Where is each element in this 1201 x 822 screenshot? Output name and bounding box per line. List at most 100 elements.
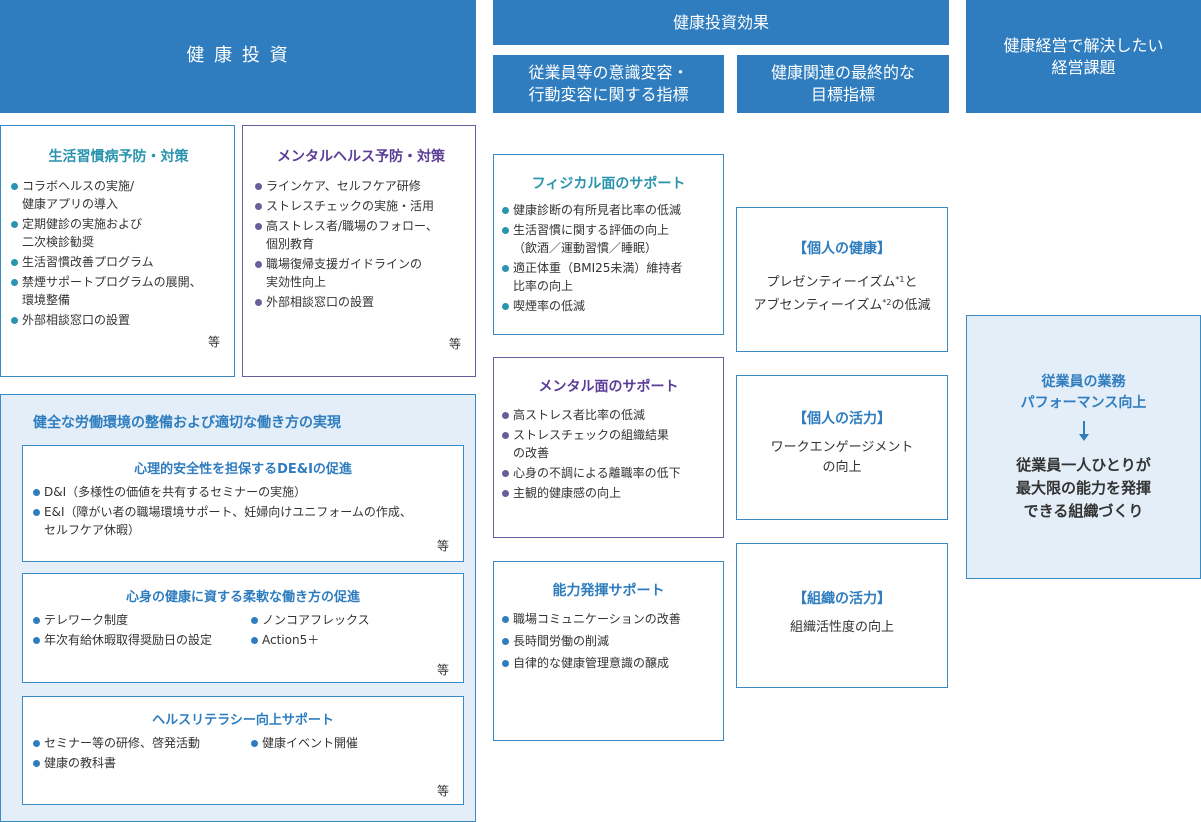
list-item: ストレスチェックの実施・活用 <box>255 197 467 215</box>
performance-improvement-title: 従業員の業務 パフォーマンス向上 <box>967 372 1200 414</box>
list-item: 心身の不調による離職率の低下 <box>502 464 715 482</box>
header-awareness-line2: 行動変容に関する指標 <box>528 85 689 104</box>
org-vitality-title: 【組織の活力】 <box>793 591 891 607</box>
header-awareness-line1: 従業員等の意識変容・ <box>528 63 689 83</box>
list-item: 長時間労働の削減 <box>502 632 715 650</box>
mental-support-title: メンタル面のサポート <box>538 379 679 395</box>
list-item: セミナー等の研修、啓発活動 <box>33 734 251 752</box>
org-vitality-body: 組織活性度の向上 <box>789 620 894 635</box>
flexible-work-list: テレワーク制度 ノンコアフレックス 年次有給休暇取得奨励日の設定 Action5… <box>33 611 453 649</box>
list-item: 健康イベント開催 <box>251 734 453 752</box>
list-item: ストレスチェックの組織結果 の改善 <box>502 426 715 462</box>
footnote-marker: *1 <box>895 275 905 284</box>
lifestyle-etc: 等 <box>207 335 220 349</box>
health-literacy-box: ヘルスリテラシー向上サポート セミナー等の研修、啓発活動 健康イベント開催 健康… <box>22 696 464 805</box>
personal-vitality-body: ワークエンゲージメント の向上 <box>741 438 943 478</box>
mental-health-list: ラインケア、セルフケア研修 ストレスチェックの実施・活用 高ストレス者/職場のフ… <box>255 177 467 311</box>
flexible-work-etc: 等 <box>436 663 449 677</box>
work-environment-title: 健全な労働環境の整備および適切な働き方の実現 <box>33 415 341 431</box>
flexible-work-title: 心身の健康に資する柔軟な働き方の促進 <box>125 590 360 605</box>
header-issues-line2: 経営課題 <box>1051 57 1116 77</box>
psych-safety-list: D&I（多様性の価値を共有するセミナーの実施） E&I（障がい者の職場環境サポー… <box>33 483 453 539</box>
org-building-line2: 最大限の能力を発揮 <box>1015 479 1151 497</box>
conjunction-text: と <box>904 275 918 290</box>
personal-vitality-line1: ワークエンゲージメント <box>770 440 914 455</box>
list-item: 定期健診の実施および 二次検診勧奨 <box>11 215 226 251</box>
list-item: 生活習慣改善プログラム <box>11 253 226 271</box>
lifestyle-disease-list: コラボヘルスの実施/ 健康アプリの導入 定期健診の実施および 二次検診勧奨 生活… <box>11 177 226 329</box>
personal-health-line1: プレゼンティーイズム*1と <box>741 270 943 293</box>
ability-support-title: 能力発揮サポート <box>552 583 665 599</box>
physical-support-box: フィジカル面のサポート 健康診断の有所見者比率の低減 生活習慣に関する評価の向上… <box>493 154 724 335</box>
lifestyle-disease-title: 生活習慣病予防・対策 <box>48 149 189 165</box>
mental-health-box: メンタルヘルス予防・対策 ラインケア、セルフケア研修 ストレスチェックの実施・活… <box>242 125 476 377</box>
list-item: ラインケア、セルフケア研修 <box>255 177 467 195</box>
list-item: E&I（障がい者の職場環境サポート、妊婦向けユニフォームの作成、 セルフケア休暇… <box>33 503 453 539</box>
down-arrow-icon <box>1083 421 1085 434</box>
health-literacy-title: ヘルスリテラシー向上サポート <box>152 713 334 728</box>
list-item: 健康の教科書 <box>33 754 251 772</box>
personal-health-box: 【個人の健康】 プレゼンティーイズム*1と アブセンティーイズム*2の低減 <box>736 207 948 352</box>
header-final-goal-line2: 目標指標 <box>810 85 875 104</box>
header-investment-effect: 健康投資効果 <box>493 0 949 45</box>
mental-health-etc: 等 <box>448 337 461 351</box>
header-final-goal-line1: 健康関連の最終的な <box>770 63 915 83</box>
header-investment-effect-label: 健康投資効果 <box>672 12 769 32</box>
reduction-text: の低減 <box>891 298 931 313</box>
absenteeism-text: アブセンティーイズム <box>753 298 883 313</box>
health-literacy-etc: 等 <box>436 784 449 798</box>
header-issues-line1: 健康経営で解決したい <box>1003 35 1164 55</box>
list-item: テレワーク制度 <box>33 611 251 629</box>
list-item: 外部相談窓口の設置 <box>11 311 226 329</box>
work-environment-section: 健全な労働環境の整備および適切な働き方の実現 心理的安全性を担保するDE&Iの促… <box>0 394 476 822</box>
header-management-issues: 健康経営で解決したい 経営課題 <box>966 0 1201 113</box>
psych-safety-box: 心理的安全性を担保するDE&Iの促進 D&I（多様性の価値を共有するセミナーの実… <box>22 445 464 562</box>
list-item: 健康診断の有所見者比率の低減 <box>502 201 715 219</box>
list-item: 高ストレス者比率の低減 <box>502 406 715 424</box>
list-item: 主観的健康感の向上 <box>502 484 715 502</box>
list-item: 外部相談窓口の設置 <box>255 293 467 311</box>
performance-line2: パフォーマンス向上 <box>1020 395 1147 411</box>
list-item: D&I（多様性の価値を共有するセミナーの実施） <box>33 483 453 501</box>
header-health-investment-label: 健 康 投 資 <box>186 45 290 67</box>
organization-building-text: 従業員一人ひとりが 最大限の能力を発揮 できる組織づくり <box>967 454 1200 523</box>
header-health-investment: 健 康 投 資 <box>0 0 476 113</box>
list-item: 職場コミュニケーションの改善 <box>502 610 715 628</box>
list-item: 適正体重（BMI25未満）維持者 比率の向上 <box>502 259 715 295</box>
list-item: ノンコアフレックス <box>251 611 453 629</box>
ability-support-list: 職場コミュニケーションの改善 長時間労働の削減 自律的な健康管理意識の醸成 <box>502 610 715 672</box>
mental-support-list: 高ストレス者比率の低減 ストレスチェックの組織結果 の改善 心身の不調による離職… <box>502 406 715 502</box>
org-vitality-box: 【組織の活力】 組織活性度の向上 <box>736 543 948 688</box>
list-item: 禁煙サポートプログラムの展開、 環境整備 <box>11 273 226 309</box>
health-literacy-list: セミナー等の研修、啓発活動 健康イベント開催 健康の教科書 <box>33 734 453 772</box>
mental-support-box: メンタル面のサポート 高ストレス者比率の低減 ストレスチェックの組織結果 の改善… <box>493 357 724 538</box>
list-item: 生活習慣に関する評価の向上 （飲酒／運動習慣／睡眠） <box>502 221 715 257</box>
list-item: コラボヘルスの実施/ 健康アプリの導入 <box>11 177 226 213</box>
mental-health-title: メンタルヘルス予防・対策 <box>277 149 445 165</box>
personal-vitality-title: 【個人の活力】 <box>793 411 891 427</box>
header-final-goal-indicators: 健康関連の最終的な 目標指標 <box>737 55 949 113</box>
presenteeism-text: プレゼンティーイズム <box>766 275 896 290</box>
psych-safety-etc: 等 <box>436 539 449 553</box>
personal-vitality-box: 【個人の活力】 ワークエンゲージメント の向上 <box>736 375 948 520</box>
org-building-line1: 従業員一人ひとりが <box>1016 456 1151 474</box>
list-item: 喫煙率の低減 <box>502 297 715 315</box>
personal-health-body: プレゼンティーイズム*1と アブセンティーイズム*2の低減 <box>741 270 943 316</box>
lifestyle-disease-box: 生活習慣病予防・対策 コラボヘルスの実施/ 健康アプリの導入 定期健診の実施およ… <box>0 125 235 377</box>
list-item: 年次有給休暇取得奨励日の設定 <box>33 631 251 649</box>
physical-support-list: 健康診断の有所見者比率の低減 生活習慣に関する評価の向上 （飲酒／運動習慣／睡眠… <box>502 201 715 315</box>
down-arrow-head-icon <box>1079 434 1089 441</box>
list-item: 職場復帰支援ガイドラインの 実効性向上 <box>255 255 467 291</box>
ability-support-box: 能力発揮サポート 職場コミュニケーションの改善 長時間労働の削減 自律的な健康管… <box>493 561 724 741</box>
performance-line1: 従業員の業務 <box>1041 374 1126 390</box>
header-awareness-indicators: 従業員等の意識変容・ 行動変容に関する指標 <box>493 55 724 113</box>
management-issue-box: 従業員の業務 パフォーマンス向上 従業員一人ひとりが 最大限の能力を発揮 できる… <box>966 315 1201 579</box>
psych-safety-title: 心理的安全性を担保するDE&Iの促進 <box>134 462 352 477</box>
flexible-work-box: 心身の健康に資する柔軟な働き方の促進 テレワーク制度 ノンコアフレックス 年次有… <box>22 573 464 683</box>
list-item: 高ストレス者/職場のフォロー、 個別教育 <box>255 217 467 253</box>
physical-support-title: フィジカル面のサポート <box>531 176 686 192</box>
org-building-line3: できる組織づくり <box>1023 502 1144 520</box>
footnote-marker: *2 <box>882 298 892 307</box>
list-item: Action5＋ <box>251 631 453 649</box>
personal-vitality-line2: の向上 <box>822 460 862 475</box>
